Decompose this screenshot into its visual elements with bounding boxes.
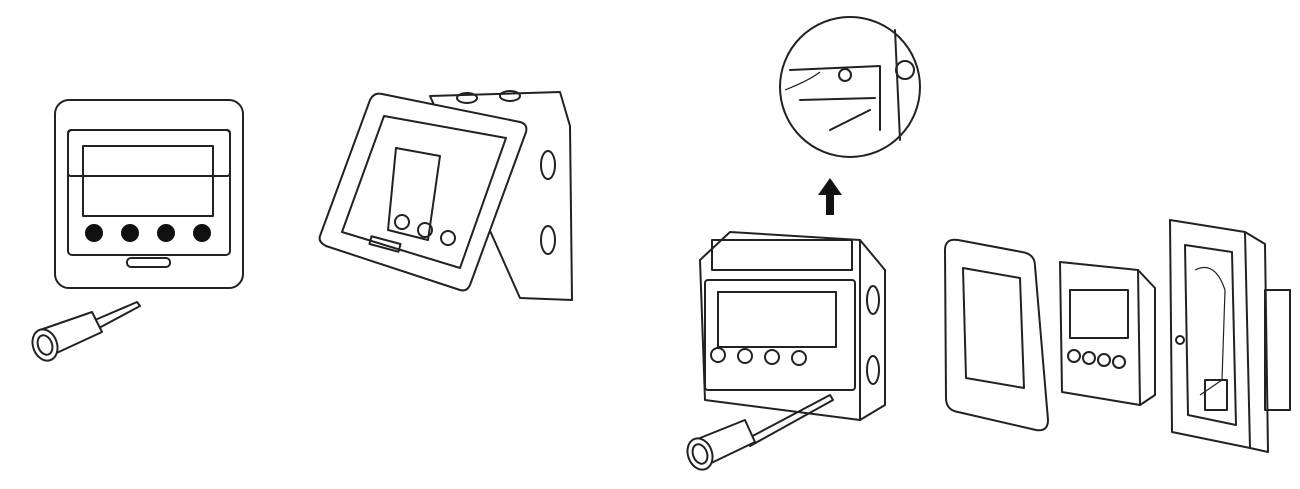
faceplate-icon	[944, 238, 1049, 432]
mounting-base-icon	[1169, 219, 1291, 453]
thermostat-front-icon	[54, 99, 244, 289]
arrow-up-icon	[818, 178, 842, 215]
menu-button-icon	[85, 224, 103, 242]
down-button-icon	[157, 224, 175, 242]
screwdriver-icon	[31, 301, 141, 362]
thermostat-module-icon	[699, 231, 886, 421]
cover-frame-icon	[318, 92, 528, 292]
power-button-icon	[193, 224, 211, 242]
display-module-icon	[1059, 261, 1156, 406]
magnifier-detail-icon	[779, 16, 921, 158]
up-button-icon	[121, 224, 139, 242]
screwdriver-icon	[686, 394, 834, 471]
